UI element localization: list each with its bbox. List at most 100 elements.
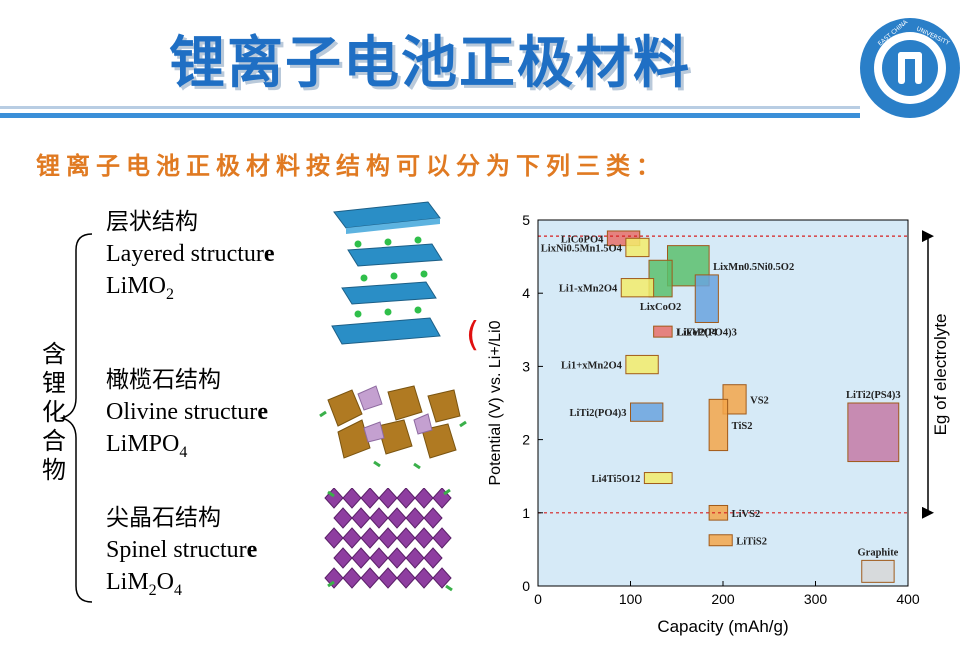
material-box [861,559,895,583]
spinel-octahedron [351,547,371,569]
y-tick-label: 1 [522,505,530,521]
spinel-octahedron [396,567,416,589]
spinel-octahedron [342,488,362,509]
material-label: LiTiS2 [736,536,767,547]
spinel-octahedron [360,567,380,589]
spinel-octahedron [324,567,344,589]
spinel-octahedron [324,488,344,509]
x-tick-label: 300 [804,591,828,607]
spinel-octahedron [396,527,416,549]
material-label: LixMn0.5Ni0.5O2 [713,262,794,273]
spinel-octahedron [396,488,416,509]
material-label: TiS2 [732,421,753,432]
class-olivine: 橄榄石结构 Olivine structure LiMPO4 [106,364,268,469]
class-spinel-zh: 尖晶石结构 [106,505,221,531]
spinel-octahedron [414,488,434,509]
material-label: Graphite [858,547,899,558]
material-label: Li1+xMn2O4 [561,361,623,372]
class-spinel-formula: LiM2O4 [106,569,183,599]
slide-title: 锂离子电池正极材料 [169,31,691,96]
spinel-octahedron [378,527,398,549]
material-box [708,398,729,452]
spinel-octahedron [405,507,425,529]
layered-slab-1 [333,201,441,234]
spinel-octahedron [342,567,362,589]
layered-slab-4 [331,317,441,345]
y-tick-label: 2 [522,432,530,448]
spinel-octahedron [342,527,362,549]
eg-electrolyte-label: Eg of electrolyte [931,313,950,435]
layered-slab-2 [347,243,443,267]
material-box [708,534,733,547]
material-label: LiTi2(PS4)3 [846,390,901,401]
material-label: Li1-xMn2O4 [559,284,618,295]
material-box [847,402,900,463]
class-spinel-en: Spinel structure [106,537,258,563]
material-box [653,325,673,338]
electrolyte-limits [538,235,908,514]
spinel-octahedron [369,507,389,529]
olivine-structure-image [319,385,467,470]
spinel-octahedron [378,488,398,509]
y-tick-label: 0 [522,578,530,594]
y-tick-label: 5 [522,212,530,228]
group-label: 含锂化合物 [42,340,66,484]
group-brace [59,233,93,603]
spinel-octahedron [423,547,443,569]
chart-axes: 0 100 200 300 400 0 1 2 3 4 5 [522,212,920,607]
annotation-paren: ( [466,315,480,355]
class-spinel: 尖晶石结构 Spinel structure LiM2O4 [106,502,257,607]
class-olivine-en: Olivine structure [106,399,268,425]
x-tick-label: 0 [534,591,542,607]
y-tick-label: 3 [522,358,530,374]
spinel-octahedron [432,567,452,589]
material-labels: LiCoPO4LixNi0.5Mn1.5O4LixMn0.5Ni0.5O2Lix… [541,234,901,558]
class-layered-formula: LiMO2 [106,273,174,303]
spinel-octahedron [324,527,344,549]
material-box [625,237,650,258]
y-axis-label: Potential (V) vs. Li+/Li0 [487,320,504,485]
layered-slab-3 [341,281,437,305]
university-logo: EAST CHINA UNIVERSITY [860,18,960,118]
material-box [630,402,664,422]
material-label: LiFePO4 [676,328,718,339]
material-label: LiCoPO4 [561,234,604,245]
y-tick-label: 4 [522,285,530,301]
spinel-octahedron [360,527,380,549]
material-label: LixNi0.5Mn1.5O4 [541,243,623,254]
material-box [643,472,673,485]
material-label: LixCoO2 [640,302,681,313]
spinel-octahedron [333,507,353,529]
spinel-octahedron [360,488,380,509]
class-layered: 层状结构 Layered structure LiMO2 [106,206,275,311]
title-underline [0,113,860,118]
class-olivine-formula: LiMPO4 [106,431,188,461]
class-layered-zh: 层状结构 [106,209,198,235]
x-tick-label: 100 [619,591,643,607]
class-olivine-zh: 橄榄石结构 [106,367,221,393]
spinel-octahedron [378,567,398,589]
material-label: LiVS2 [732,509,761,520]
material-box [625,354,659,375]
x-axis-label: Capacity (mAh/g) [657,617,788,636]
spinel-octahedron [333,547,353,569]
x-tick-label: 400 [896,591,920,607]
material-box [620,278,655,298]
material-boxes [606,230,900,583]
layered-structure-image [331,201,443,345]
spinel-octahedron [414,527,434,549]
spinel-octahedron [351,507,371,529]
spinel-octahedron [387,547,407,569]
spinel-octahedron [423,507,443,529]
class-layered-en: Layered structure [106,241,275,267]
material-label: Li4Ti5O12 [592,474,641,485]
material-label: VS2 [750,395,769,406]
material-box [694,274,719,323]
spinel-octahedron [405,547,425,569]
spinel-octahedron [387,507,407,529]
potential-capacity-chart: 0 100 200 300 400 0 1 2 3 4 5 LiCoPO4LixNi0.5Mn1.5… [487,212,950,636]
spinel-octahedron [432,527,452,549]
x-tick-label: 200 [711,591,735,607]
spinel-octahedron [414,567,434,589]
slide-subtitle: 锂离子电池正极材料按结构可以分为下列三类： [36,152,666,180]
